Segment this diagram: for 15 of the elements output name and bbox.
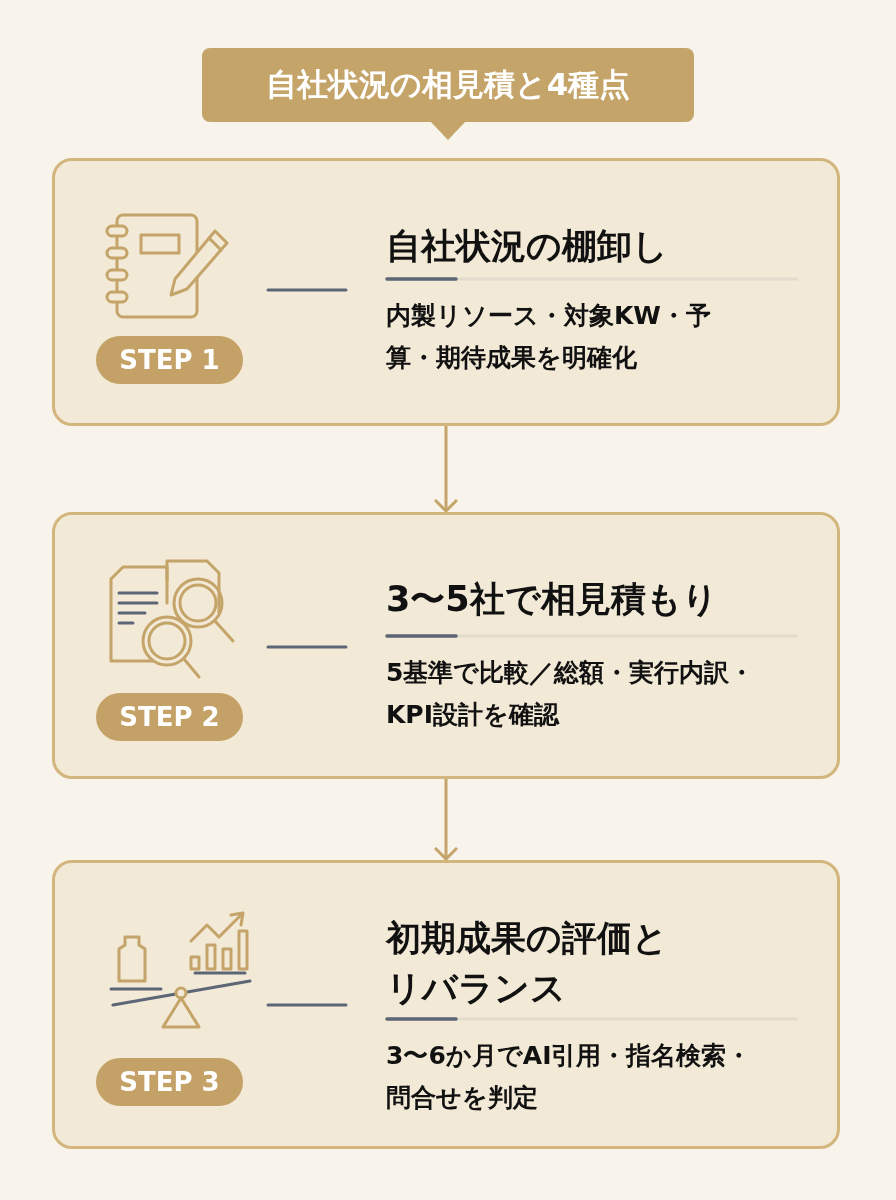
step-heading: 3〜5社で相見積もり [386,578,719,621]
step-badge: STEP 1 [96,336,243,384]
flow-arrow [433,426,459,513]
step-heading: 初期成果の評価とリバランス [386,917,669,1010]
step-description: 内製リソース・対象KW・予算・期待成果を明確化 [386,300,712,374]
step-card [52,158,840,426]
step-heading: 自社状況の棚卸し [386,225,669,268]
step-badge: STEP 2 [96,693,243,741]
step-description: 3〜6か月でAI引用・指名検索・問合せを判定 [386,1040,753,1114]
title-banner: 自社状況の相見積と4種点 [202,48,694,122]
step-description: 5基準で比較／総額・実行内訳・KPI設計を確認 [386,657,756,731]
step-card [52,860,840,1149]
step-card [52,512,840,779]
flow-arrow [433,779,459,861]
step-badge: STEP 3 [96,1058,243,1106]
